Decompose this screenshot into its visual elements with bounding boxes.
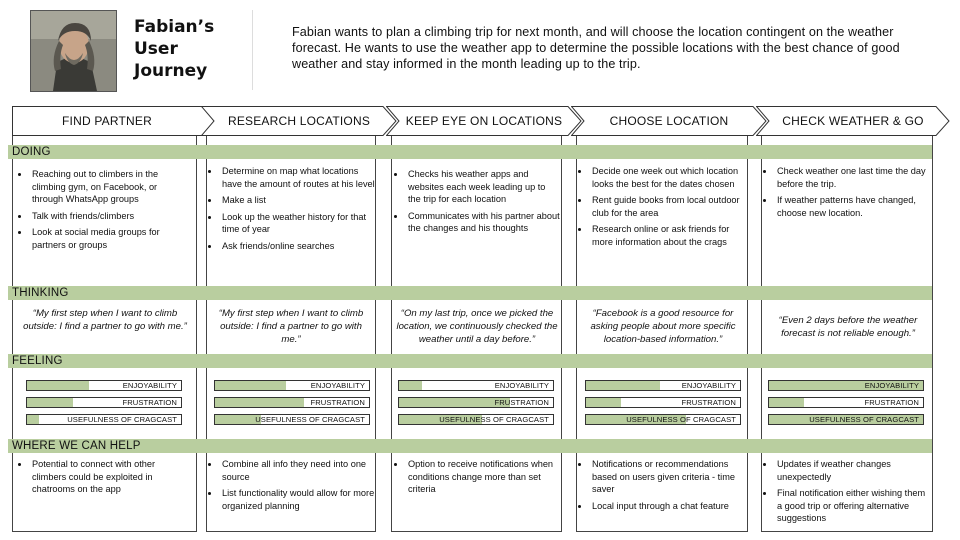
help-cell: Notifications or recommendations based o… <box>580 458 746 516</box>
title-line: Fabian’s <box>134 17 214 37</box>
list-item: Notifications or recommendations based o… <box>590 458 746 496</box>
list-item: Potential to connect with other climbers… <box>30 458 188 496</box>
thinking-quote: “On my last trip, once we picked the loc… <box>396 307 558 346</box>
header-divider <box>252 10 253 90</box>
list-item: Look up the weather history for that tim… <box>220 211 376 236</box>
list-item: Determine on map what locations have the… <box>220 165 376 190</box>
list-item: List functionality would allow for more … <box>220 487 376 512</box>
stage-arrow: FIND PARTNER <box>12 106 216 136</box>
frustration-bar: FRUSTRATION <box>768 397 924 408</box>
stage-arrow: CHOOSE LOCATION <box>571 106 767 136</box>
list-item: Final notification either wishing them a… <box>775 487 931 525</box>
doing-cell: Determine on map what locations have the… <box>210 165 376 256</box>
enjoyability-bar: ENJOYABILITY <box>214 380 370 391</box>
usefulness-bar: USEFULNESS OF CRAGCAST <box>398 414 554 425</box>
stage-arrow: KEEP EYE ON LOCATIONS <box>386 106 582 136</box>
doing-cell: Checks his weather apps and websites eac… <box>396 168 560 239</box>
list-item: Communicates with his partner about the … <box>406 210 560 235</box>
list-item: If weather patterns have changed, choose… <box>775 194 931 219</box>
doing-cell: Decide one week out which location looks… <box>580 165 746 252</box>
frustration-bar: FRUSTRATION <box>26 397 182 408</box>
section-thinking: THINKING <box>8 286 932 300</box>
enjoyability-bar-fill <box>215 381 286 390</box>
doing-cell: Reaching out to climbers in the climbing… <box>20 168 188 255</box>
frustration-bar-label: FRUSTRATION <box>310 398 365 407</box>
list-item: Check weather one last time the day befo… <box>775 165 931 190</box>
list-item: Decide one week out which location looks… <box>590 165 746 190</box>
list-item: Ask friends/online searches <box>220 240 376 253</box>
usefulness-bar-fill <box>27 415 39 424</box>
enjoyability-bar-label: ENJOYABILITY <box>123 381 177 390</box>
stage-title: CHOOSE LOCATION <box>579 106 759 136</box>
list-item: Look at social media groups for partners… <box>30 226 188 251</box>
thinking-quote: “Even 2 days before the weather forecast… <box>766 314 930 340</box>
frustration-bar-label: FRUSTRATION <box>681 398 736 407</box>
list-item: Checks his weather apps and websites eac… <box>406 168 560 206</box>
usefulness-bar-label: USEFULNESS OF CRAGCAST <box>67 415 177 424</box>
list-item: Local input through a chat feature <box>590 500 746 513</box>
usefulness-bar: USEFULNESS OF CRAGCAST <box>214 414 370 425</box>
doing-cell: Check weather one last time the day befo… <box>765 165 931 223</box>
enjoyability-bar-label: ENJOYABILITY <box>865 381 919 390</box>
frustration-bar: FRUSTRATION <box>398 397 554 408</box>
thinking-quote: “My first step when I want to climb outs… <box>20 307 190 333</box>
help-cell: Updates if weather changes unexpectedly … <box>765 458 931 529</box>
usefulness-bar-label: USEFULNESS OF CRAGCAST <box>255 415 365 424</box>
stage-arrow: CHECK WEATHER & GO <box>756 106 950 136</box>
frustration-bar-label: FRUSTRATION <box>864 398 919 407</box>
enjoyability-bar: ENJOYABILITY <box>26 380 182 391</box>
title-line: Journey <box>134 61 207 81</box>
list-item: Reaching out to climbers in the climbing… <box>30 168 188 206</box>
frustration-bar: FRUSTRATION <box>214 397 370 408</box>
list-item: Research online or ask friends for more … <box>590 223 746 248</box>
enjoyability-bar-label: ENJOYABILITY <box>311 381 365 390</box>
frustration-bar-fill <box>215 398 304 407</box>
frustration-bar: FRUSTRATION <box>585 397 741 408</box>
list-item: Make a list <box>220 194 376 207</box>
frustration-bar-fill <box>27 398 73 407</box>
thinking-quote: “My first step when I want to climb outs… <box>210 307 372 346</box>
enjoyability-bar-label: ENJOYABILITY <box>682 381 736 390</box>
enjoyability-bar-fill <box>586 381 660 390</box>
usefulness-bar-label: USEFULNESS OF CRAGCAST <box>439 415 549 424</box>
frustration-bar-label: FRUSTRATION <box>494 398 549 407</box>
thinking-quote: “Facebook is a good resource for asking … <box>582 307 744 346</box>
list-item: Talk with friends/climbers <box>30 210 188 223</box>
title-line: User <box>134 39 178 59</box>
frustration-bar-fill <box>769 398 804 407</box>
frustration-bar-label: FRUSTRATION <box>122 398 177 407</box>
intro-text: Fabian wants to plan a climbing trip for… <box>292 24 932 72</box>
fabian-photo <box>30 10 117 92</box>
help-cell: Option to receive notifications when con… <box>396 458 560 500</box>
stage-arrow: RESEARCH LOCATIONS <box>201 106 397 136</box>
list-item: Combine all info they need into one sour… <box>220 458 376 483</box>
section-feeling: FEELING <box>8 354 932 368</box>
enjoyability-bar-fill <box>399 381 422 390</box>
usefulness-bar: USEFULNESS OF CRAGCAST <box>26 414 182 425</box>
enjoyability-bar: ENJOYABILITY <box>585 380 741 391</box>
enjoyability-bar-label: ENJOYABILITY <box>495 381 549 390</box>
help-cell: Potential to connect with other climbers… <box>20 458 188 500</box>
list-item: Option to receive notifications when con… <box>406 458 560 496</box>
help-cell: Combine all info they need into one sour… <box>210 458 376 516</box>
stage-title: KEEP EYE ON LOCATIONS <box>394 106 574 136</box>
usefulness-bar: USEFULNESS OF CRAGCAST <box>585 414 741 425</box>
section-doing: DOING <box>8 145 932 159</box>
stage-title: FIND PARTNER <box>12 106 202 136</box>
frustration-bar-fill <box>586 398 621 407</box>
stage-title: RESEARCH LOCATIONS <box>209 106 389 136</box>
usefulness-bar: USEFULNESS OF CRAGCAST <box>768 414 924 425</box>
list-item: Updates if weather changes unexpectedly <box>775 458 931 483</box>
enjoyability-bar-fill <box>27 381 89 390</box>
stage-title: CHECK WEATHER & GO <box>764 106 942 136</box>
page-title: Fabian’s User Journey <box>134 16 214 82</box>
usefulness-bar-label: USEFULNESS OF CRAGCAST <box>809 415 919 424</box>
person-photo-icon <box>31 11 116 91</box>
usefulness-bar-label: USEFULNESS OF CRAGCAST <box>626 415 736 424</box>
list-item: Rent guide books from local outdoor club… <box>590 194 746 219</box>
enjoyability-bar: ENJOYABILITY <box>768 380 924 391</box>
enjoyability-bar: ENJOYABILITY <box>398 380 554 391</box>
frustration-bar-fill <box>399 398 510 407</box>
section-help: WHERE WE CAN HELP <box>8 439 932 453</box>
